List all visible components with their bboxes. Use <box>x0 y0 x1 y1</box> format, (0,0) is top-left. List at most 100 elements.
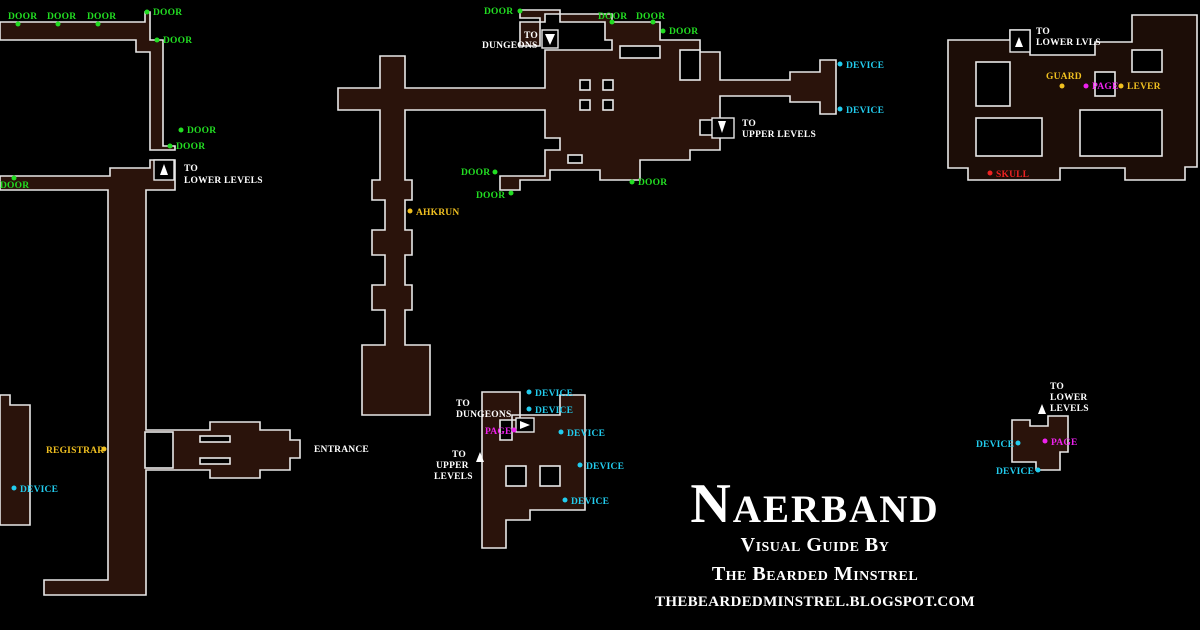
bottom-right-complex <box>1011 415 1069 471</box>
skull-dot <box>987 170 993 176</box>
door-dot <box>629 179 635 185</box>
door-dot <box>660 28 666 34</box>
device-dot <box>11 485 17 491</box>
nav-labels: ENTRANCE TO LOWER LEVELS TO DUNGEONS TO … <box>184 27 1101 482</box>
skull-marker: SKULL <box>987 170 1029 180</box>
device-label: DEVICE <box>535 389 573 399</box>
to-lower-lvls-label: LOWER LVLS <box>1036 38 1101 48</box>
door-dot <box>508 190 514 196</box>
device-label: DEVICE <box>586 462 624 472</box>
right-inner-room-2 <box>1079 109 1163 157</box>
device-dot <box>1035 467 1041 473</box>
hall-pillar-4 <box>602 99 614 111</box>
page-dot <box>511 427 517 433</box>
to-dungeons-label: DUNGEONS <box>456 410 511 420</box>
to-lower-levels-label: TO <box>1050 382 1064 392</box>
page-markers: PAGE PAGE PAGE <box>485 82 1118 448</box>
door-label: DOOR <box>636 12 665 22</box>
door-label: DOOR <box>47 12 76 22</box>
door-markers: DOOR DOOR DOOR DOOR DOOR DOOR DOOR DOOR … <box>0 7 698 201</box>
device-dot <box>526 406 532 412</box>
door-label: DOOR <box>669 27 698 37</box>
door-dot <box>144 9 150 15</box>
to-upper-levels-label: TO <box>742 119 756 129</box>
to-upper-levels-label: TO <box>452 450 466 460</box>
hall-pillar-2 <box>602 79 614 91</box>
right-inner-room-3 <box>975 61 1011 107</box>
map-url: THEBEARDEDMINSTREL.BLOGSPOT.COM <box>655 594 975 610</box>
right-inner-room-1 <box>975 117 1043 157</box>
nav-arrows <box>153 29 1046 462</box>
to-lower-levels-label: LOWER LEVELS <box>184 176 263 186</box>
to-dungeons-label: DUNGEONS <box>482 41 537 51</box>
left-main-corridor <box>0 159 301 596</box>
device-dot <box>1015 440 1021 446</box>
bottom-center-pillar-1 <box>505 465 527 487</box>
page-label: PAGE <box>485 427 511 437</box>
down-arrow-icon <box>718 121 726 133</box>
page-dot <box>1042 438 1048 444</box>
door-label: DOOR <box>87 12 116 22</box>
central-tower <box>337 9 837 416</box>
page-label: PAGE <box>1051 438 1077 448</box>
door-dot <box>167 143 173 149</box>
to-lower-lvls-label: TO <box>1036 27 1050 37</box>
door-label: DOOR <box>153 8 182 18</box>
door-dot <box>11 175 17 181</box>
door-label: DOOR <box>484 7 513 17</box>
page-label: PAGE <box>1092 82 1118 92</box>
door-dot <box>492 169 498 175</box>
right-inner-room-5 <box>1131 49 1163 73</box>
bottom-right-wing <box>1011 415 1069 471</box>
device-label: DEVICE <box>20 485 58 495</box>
door-dot <box>650 19 656 25</box>
door-label: DOOR <box>176 142 205 152</box>
device-dot <box>837 61 843 67</box>
device-label: DEVICE <box>846 61 884 71</box>
right-inner-room-4 <box>1094 71 1116 97</box>
entrance-pillar <box>144 431 174 469</box>
door-label: DOOR <box>476 191 505 201</box>
device-label: DEVICE <box>846 106 884 116</box>
map-author: The Bearded Minstrel <box>711 563 919 585</box>
door-dot <box>55 21 61 27</box>
device-dot <box>526 389 532 395</box>
door-label: DOOR <box>8 12 37 22</box>
entrance-inset-1 <box>199 435 231 443</box>
guard-label: GUARD <box>1046 72 1082 82</box>
door-label: DOOR <box>598 12 627 22</box>
door-label: DOOR <box>187 126 216 136</box>
to-lower-levels-label: TO <box>184 164 198 174</box>
up-arrow-icon <box>1015 37 1023 47</box>
device-dot <box>558 429 564 435</box>
device-markers: DEVICE DEVICE DEVICE DEVICE DEVICE DEVIC… <box>11 61 1041 507</box>
device-dot <box>577 462 583 468</box>
device-label: DEVICE <box>535 406 573 416</box>
down-arrow-icon <box>545 34 555 45</box>
device-label: DEVICE <box>996 467 1034 477</box>
bottom-center-pillar-2 <box>539 465 561 487</box>
to-upper-levels-label: UPPER <box>436 461 469 471</box>
door-dot <box>95 21 101 27</box>
device-dot <box>562 497 568 503</box>
to-lower-levels-label: LOWER <box>1050 393 1087 403</box>
hall-pillar-5 <box>567 154 583 164</box>
right-wing <box>947 14 1198 181</box>
registrar-dot <box>101 446 107 452</box>
right-arrow-icon <box>520 421 530 429</box>
ahkrun-label: AHKRUN <box>416 208 459 218</box>
device-label: DEVICE <box>571 497 609 507</box>
up-arrow-icon <box>1038 404 1046 414</box>
door-dot <box>178 127 184 133</box>
door-label: DOOR <box>0 181 29 191</box>
device-label: DEVICE <box>976 440 1014 450</box>
door-dot <box>609 19 615 25</box>
entrance-label: ENTRANCE <box>314 445 369 455</box>
hall-notch-2 <box>679 49 701 81</box>
top-left-corridor <box>0 11 176 151</box>
lever-label: LEVER <box>1127 82 1161 92</box>
up-arrow-icon <box>160 164 168 175</box>
door-label: DOOR <box>163 36 192 46</box>
npc-markers: AHKRUN REGISTRAR GUARD LEVER <box>46 72 1161 456</box>
entrance-inset-2 <box>199 457 231 465</box>
